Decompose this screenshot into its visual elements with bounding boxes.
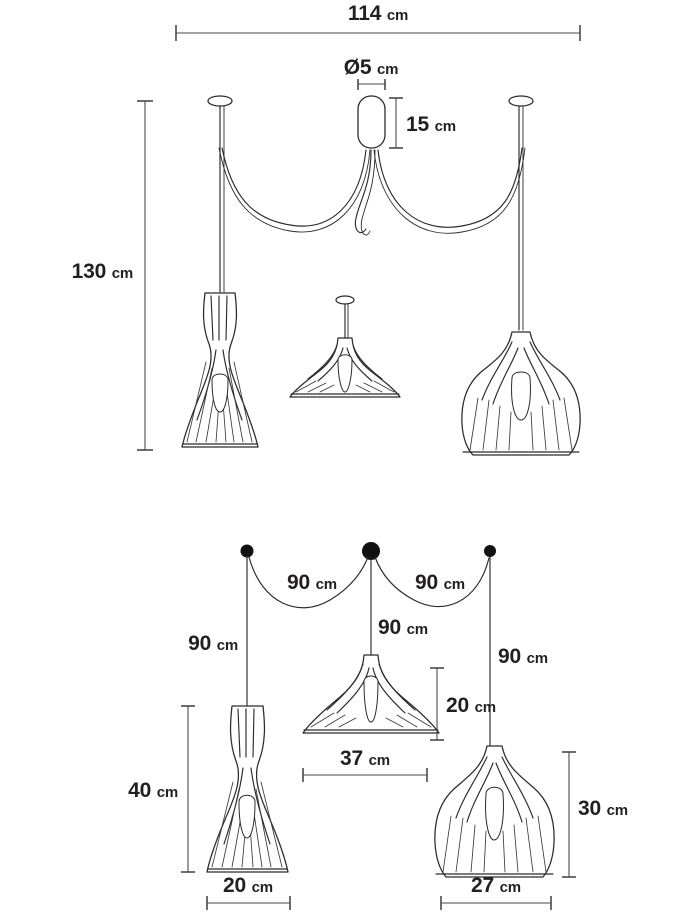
top-left-lamp xyxy=(181,95,259,448)
label-drop-right-90: 90 cm xyxy=(498,645,548,668)
ceiling-mount-point-right xyxy=(484,545,496,557)
label-canopy-diameter: Ø5 cm xyxy=(344,56,399,79)
top-view-group: 114 cm Ø5 cm 15 cm xyxy=(72,2,581,456)
dimension-right-shade-width: 27 cm xyxy=(440,874,552,910)
ceiling-mount-point-left xyxy=(240,544,254,558)
label-overall-width: 114 cm xyxy=(348,2,408,25)
label-span-right-90: 90 cm xyxy=(415,571,465,594)
label-span-left-90: 90 cm xyxy=(287,571,337,594)
ceiling-mount-point-center xyxy=(362,542,380,560)
bottom-right-lamp xyxy=(434,745,555,878)
label-canopy-height: 15 cm xyxy=(406,113,456,136)
dimension-overall-width: 114 cm xyxy=(175,2,581,41)
dimension-right-shade-height: 30 cm xyxy=(562,751,628,878)
dimension-overall-drop: 130 cm xyxy=(72,100,153,451)
bottom-left-lamp xyxy=(206,705,289,873)
bottom-center-lamp xyxy=(302,654,440,734)
dimension-center-shade-width: 37 cm xyxy=(302,747,428,782)
dimension-center-shade-height: 20 cm xyxy=(430,667,496,741)
label-overall-drop: 130 cm xyxy=(72,260,133,283)
label-left-shade-height: 40 cm xyxy=(128,779,178,802)
cable-arc-right xyxy=(374,556,490,608)
label-center-shade-width: 37 cm xyxy=(340,747,390,770)
label-left-shade-width: 20 cm xyxy=(223,874,273,897)
label-drop-left-90: 90 cm xyxy=(188,632,238,655)
label-right-shade-height: 30 cm xyxy=(578,797,628,820)
top-right-lamp xyxy=(461,95,581,456)
dimension-left-shade-width: 20 cm xyxy=(206,874,291,910)
label-center-shade-height: 20 cm xyxy=(446,694,496,717)
dimension-canopy-height: 15 cm xyxy=(389,97,456,149)
bottom-view-group: 90 cm 90 cm 90 cm 90 cm 90 cm xyxy=(128,542,628,910)
dimension-canopy-diameter: Ø5 cm xyxy=(344,56,399,90)
dimension-left-shade-height: 40 cm xyxy=(128,705,195,873)
cable-arc-left xyxy=(248,556,369,609)
top-center-lamp xyxy=(289,295,401,398)
cable-runs-top xyxy=(218,147,526,236)
cable-canopy xyxy=(357,95,386,149)
label-right-shade-width: 27 cm xyxy=(471,874,521,897)
label-drop-center-90: 90 cm xyxy=(378,616,428,639)
